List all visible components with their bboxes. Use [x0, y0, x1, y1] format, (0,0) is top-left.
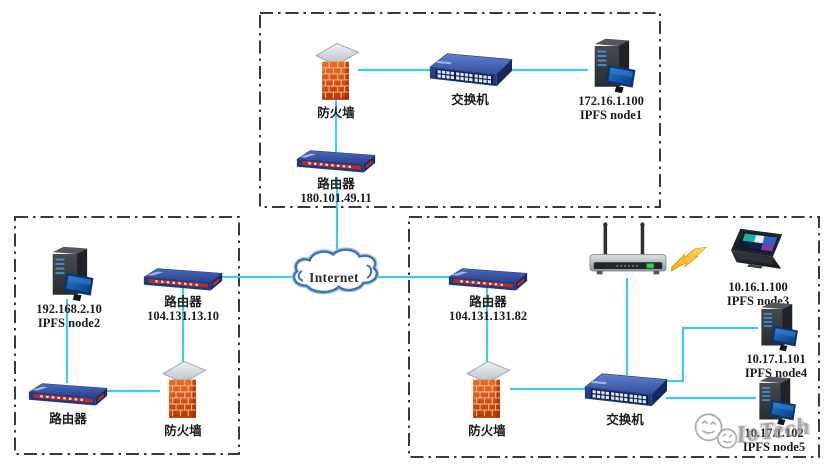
wechat-watermark-icon	[690, 410, 742, 452]
watermark-text: IoTech	[734, 413, 812, 448]
firewall-icon	[157, 358, 209, 424]
node-ip: 104.131.131.82	[448, 309, 528, 324]
node-firewall-left: 防火墙	[155, 358, 211, 438]
lightning-icon	[671, 247, 707, 273]
node-ipfs2: 192.168.2.10 IPFS node2	[21, 244, 117, 330]
server-icon	[582, 36, 640, 94]
zone-top-border	[259, 12, 661, 208]
node-label: 防火墙	[164, 424, 202, 438]
node-firewall-right: 防火墙	[459, 358, 515, 438]
node-ipfs3: 10.16.1.100 IPFS node3	[719, 226, 797, 308]
node-switch-right: 交换机	[579, 368, 671, 427]
zone-left-border	[14, 216, 240, 455]
connection-lines	[65, 68, 758, 400]
firewall-icon	[461, 358, 513, 424]
node-ipfs1: 172.16.1.100 IPFS node1	[563, 36, 659, 122]
node-label: 防火墙	[317, 106, 355, 120]
node-ip: 172.16.1.100	[578, 94, 644, 108]
router-icon	[294, 146, 378, 177]
node-router-top: 路由器 180.101.49.11	[287, 146, 385, 205]
router-icon	[26, 379, 110, 410]
node-ip: 180.101.49.11	[300, 191, 372, 206]
server-icon	[40, 244, 98, 302]
node-label: 路由器	[49, 412, 87, 426]
firewall-icon	[310, 40, 362, 106]
node-ip: 192.168.2.10	[36, 302, 102, 316]
node-ipfs4: 10.17.1.101 IPFS node4	[737, 300, 815, 380]
router-icon	[446, 264, 530, 295]
node-label: 路由器	[317, 177, 355, 191]
node-label: 路由器	[469, 295, 507, 309]
node-firewall-top: 防火墙	[296, 40, 376, 120]
switch-icon	[424, 48, 516, 90]
node-ip: 10.17.1.102	[744, 426, 804, 440]
watermark: IoTech	[690, 410, 812, 452]
node-ip: 104.131.13.10	[147, 309, 219, 324]
node-router-right: 路由器 104.131.131.82	[439, 264, 537, 323]
node-label: IPFS node1	[579, 108, 643, 123]
internet-cloud: Internet	[282, 246, 386, 304]
router-icon	[141, 264, 225, 295]
switch-icon	[579, 368, 671, 410]
node-label: IPFS node4	[744, 366, 808, 381]
server-icon	[750, 300, 802, 352]
node-ipfs5: 10.17.1.102 IPFS node5	[735, 374, 813, 454]
node-wireless-ap	[585, 219, 671, 280]
node-label: 防火墙	[468, 424, 506, 438]
node-router-left-top: 路由器 104.131.13.10	[137, 264, 229, 323]
laptop-icon	[724, 226, 792, 280]
link-sw2-node4	[664, 326, 758, 383]
node-label: IPFS node2	[37, 316, 101, 331]
internet-label: Internet	[309, 270, 359, 285]
node-label: IPFS node5	[742, 440, 806, 455]
node-label: 路由器	[164, 295, 202, 309]
wireless-ap-icon	[585, 219, 671, 280]
zone-right-border	[408, 216, 820, 458]
node-switch-top: 交换机	[424, 48, 516, 107]
node-ip: 10.17.1.101	[746, 352, 806, 366]
node-ip: 10.16.1.100	[728, 280, 788, 294]
node-label: 交换机	[451, 93, 489, 107]
node-label: 交换机	[606, 413, 644, 427]
node-router-left-bottom: 路由器	[26, 379, 110, 426]
wireless-signal	[671, 247, 707, 273]
